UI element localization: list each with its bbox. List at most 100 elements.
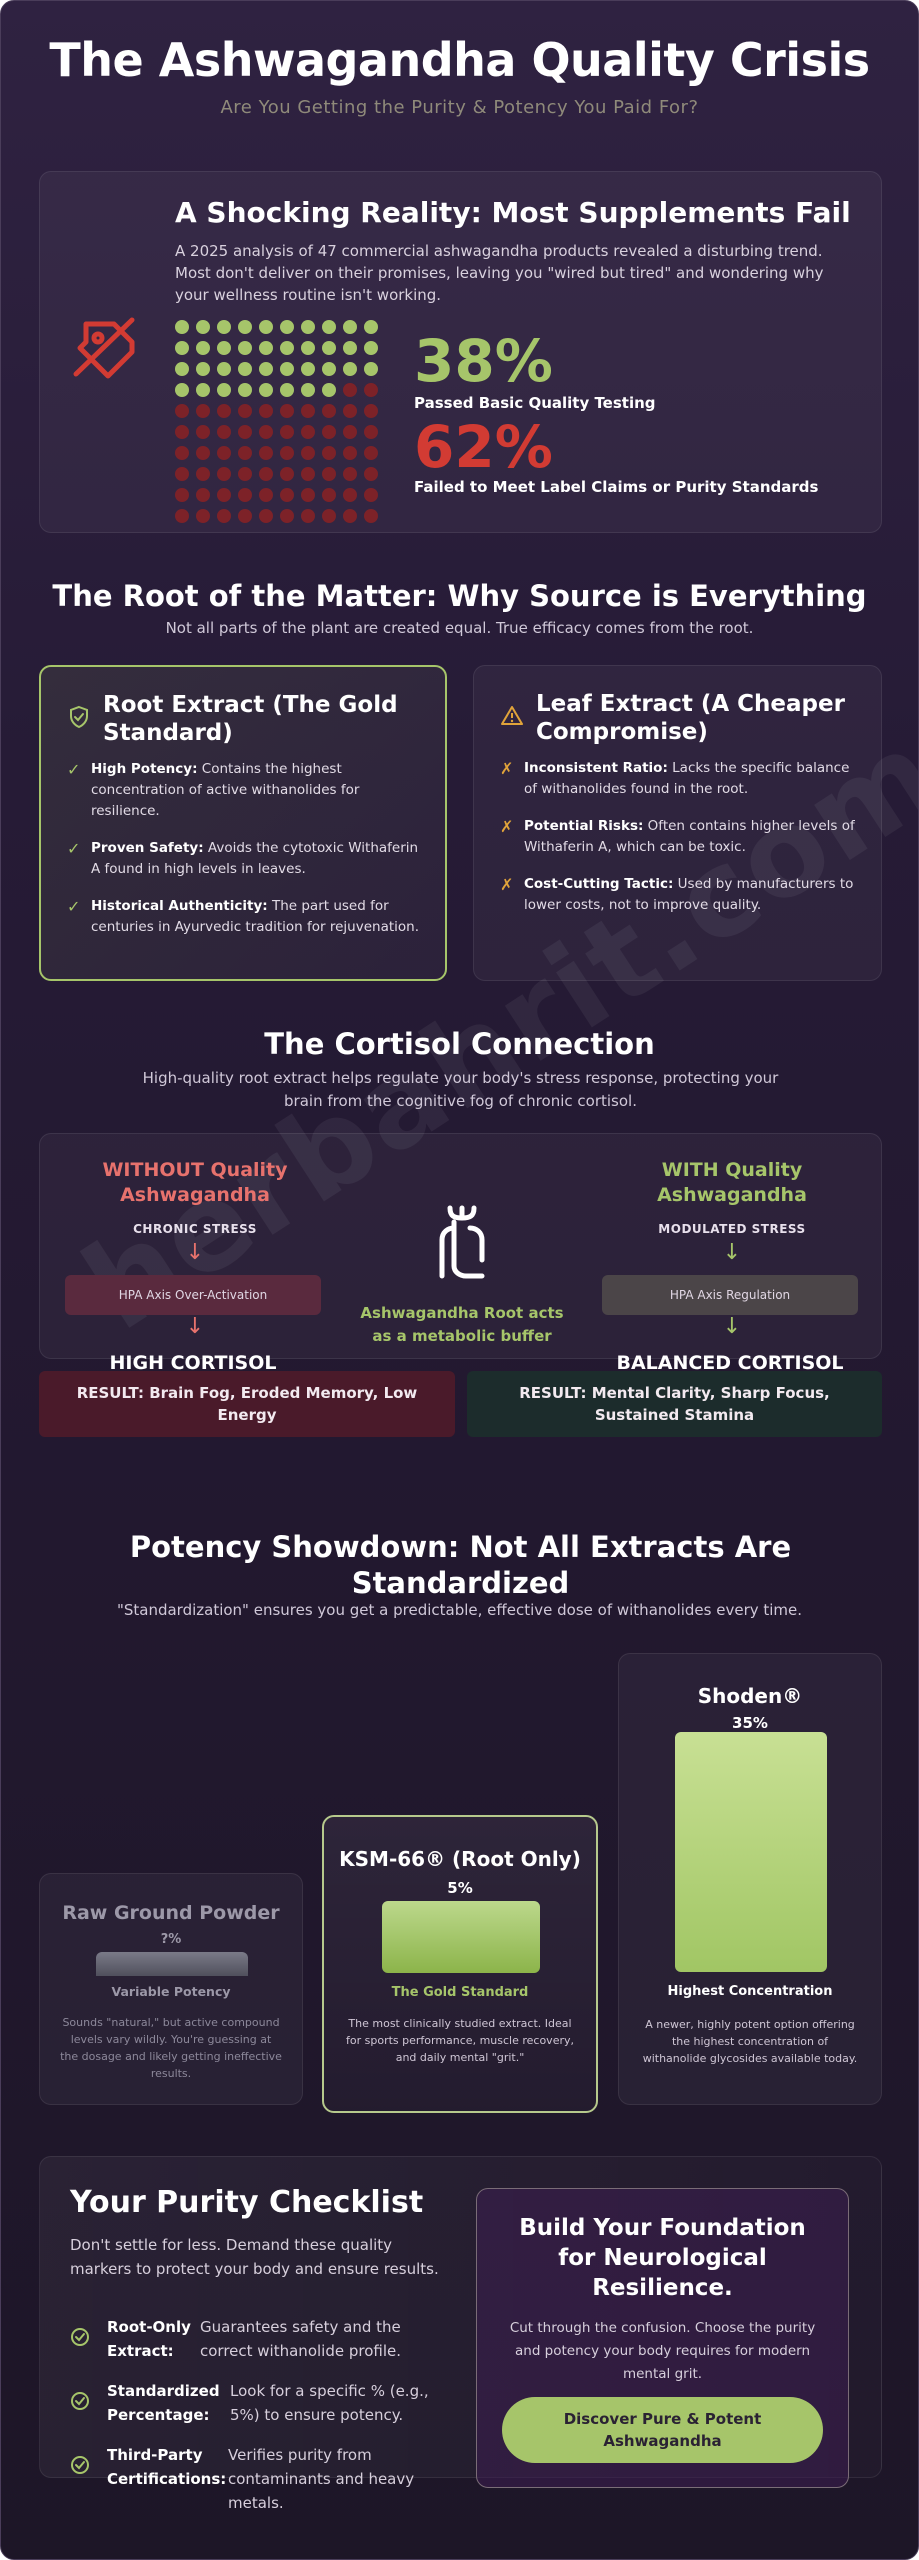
item-text: Contains the highest concentration of ac… [91, 761, 360, 819]
failed-dot [364, 467, 378, 481]
passed-dot [301, 362, 315, 376]
with-outcome: BALANCED CORTISOL [616, 1352, 844, 1374]
product-card-raw: Raw Ground Powder ?% Variable Potency So… [39, 1873, 303, 2105]
failed-dot [280, 509, 294, 523]
failed-dot [175, 446, 189, 460]
failed-dot [196, 446, 210, 460]
list-item: ✗ Cost-Cutting Tactic: Used by manufactur… [500, 874, 860, 916]
cta-title: Build Your Foundation for Neurological R… [519, 2215, 806, 2301]
failed-dot [301, 509, 315, 523]
item-text: Often contains higher levels of Withafer… [524, 818, 855, 855]
passed-dot [196, 341, 210, 355]
item-text: The part used for centuries in Ayurvedic… [91, 898, 419, 935]
failed-dot [364, 446, 378, 460]
failed-dot [280, 425, 294, 439]
product-name: Shoden® [697, 1684, 803, 1708]
with-title: WITH Quality Ashwagandha [657, 1159, 807, 1206]
cross-icon: ✗ [500, 875, 514, 894]
failed-dot [364, 509, 378, 523]
leaf-card-title: Leaf Extract (A Cheaper Compromise) [536, 691, 845, 745]
product-desc: A newer, highly potent option offering t… [642, 2018, 858, 2065]
passed-dot [280, 383, 294, 397]
passed-dot [175, 341, 189, 355]
product-tag: Highest Concentration [667, 1984, 833, 1999]
failed-dot [196, 467, 210, 481]
failed-dot [343, 509, 357, 523]
cross-icon: ✗ [500, 759, 514, 778]
failed-dot [301, 404, 315, 418]
passed-dot [175, 383, 189, 397]
passed-dot [322, 341, 336, 355]
failed-dot [238, 404, 252, 418]
pass-fail-dot-grid [175, 320, 395, 523]
with-axis-box: HPA Axis Regulation [602, 1275, 858, 1315]
failed-dot [301, 467, 315, 481]
failed-dot [175, 467, 189, 481]
failed-dot [217, 404, 231, 418]
passed-dot [196, 320, 210, 334]
checklist-text: Guarantees safety and the correct withan… [200, 2318, 401, 2360]
item-key: Cost-Cutting Tactic: [524, 876, 674, 892]
passed-dot [238, 383, 252, 397]
passed-dot [322, 383, 336, 397]
discover-button[interactable]: Discover Pure & Potent Ashwagandha [502, 2397, 823, 2463]
root-card-list: ✓High Potency: Contains the highest conc… [67, 759, 427, 954]
checklist-item: Root-Only Extract: Guarantees safety and… [70, 2315, 460, 2365]
passed-dot [343, 341, 357, 355]
failed-dot [259, 446, 273, 460]
failed-dot [217, 467, 231, 481]
failed-dot [259, 467, 273, 481]
passed-dot [238, 341, 252, 355]
item-text: Avoids the cytotoxic Withaferin A found … [91, 840, 419, 877]
failed-dot [280, 488, 294, 502]
failed-dot [196, 488, 210, 502]
potency-bar [675, 1732, 827, 1972]
list-item: ✓Historical Authenticity: The part used … [67, 896, 427, 938]
failed-dot [217, 488, 231, 502]
check-circle-icon [71, 2456, 89, 2474]
failed-percent: 62% [414, 413, 553, 481]
product-value: 35% [732, 1714, 768, 1732]
passed-dot [217, 341, 231, 355]
product-card-ksm66: KSM-66® (Root Only) 5% The Gold Standard… [322, 1815, 598, 2113]
failed-dot [364, 488, 378, 502]
checklist-intro: Don't settle for less. Demand these qual… [70, 2236, 439, 2278]
without-title: WITHOUT Quality Ashwagandha [102, 1159, 288, 1206]
check-circle-icon [71, 2328, 89, 2346]
list-item: ✗Inconsistent Ratio: Lacks the specific … [500, 758, 860, 800]
failed-dot [322, 509, 336, 523]
potency-section-subtitle: "Standardization" ensures you get a pred… [116, 1601, 803, 1619]
failed-dot [259, 425, 273, 439]
potency-bar [382, 1901, 540, 1973]
list-item: ✓Proven Safety: Avoids the cytotoxic Wit… [67, 838, 427, 880]
root-section-subtitle: Not all parts of the plant are created e… [165, 619, 754, 637]
passed-dot [364, 362, 378, 376]
without-result-bar: RESULT: Brain Fog, Eroded Memory, Low En… [39, 1371, 455, 1437]
passed-dot [238, 362, 252, 376]
failed-dot [322, 488, 336, 502]
leaf-card-list: ✗Inconsistent Ratio: Lacks the specific … [500, 758, 860, 932]
shield-check-icon [70, 705, 88, 729]
failed-dot [280, 467, 294, 481]
check-icon: ✓ [67, 760, 81, 779]
failed-dot [343, 467, 357, 481]
passed-dot [322, 362, 336, 376]
down-arrow-icon: ↓ [722, 1240, 742, 1265]
product-value: 5% [447, 1879, 473, 1897]
passed-dot [301, 383, 315, 397]
failed-dot [238, 425, 252, 439]
passed-dot [280, 320, 294, 334]
passed-percent: 38% [414, 327, 553, 395]
failed-dot [196, 509, 210, 523]
passed-dot [175, 362, 189, 376]
item-text: Used by manufacturers to lower costs, no… [524, 876, 854, 913]
checklist-text: Look for a specific % (e.g., 5%) to ensu… [230, 2382, 429, 2424]
failed-dot [238, 488, 252, 502]
root-section-title: The Root of the Matter: Why Source is Ev… [52, 579, 867, 613]
passed-dot [259, 320, 273, 334]
failed-dot [343, 425, 357, 439]
down-arrow-icon: ↓ [722, 1314, 742, 1339]
warning-triangle-icon [501, 706, 523, 725]
cortisol-section-title: The Cortisol Connection [264, 1027, 655, 1061]
